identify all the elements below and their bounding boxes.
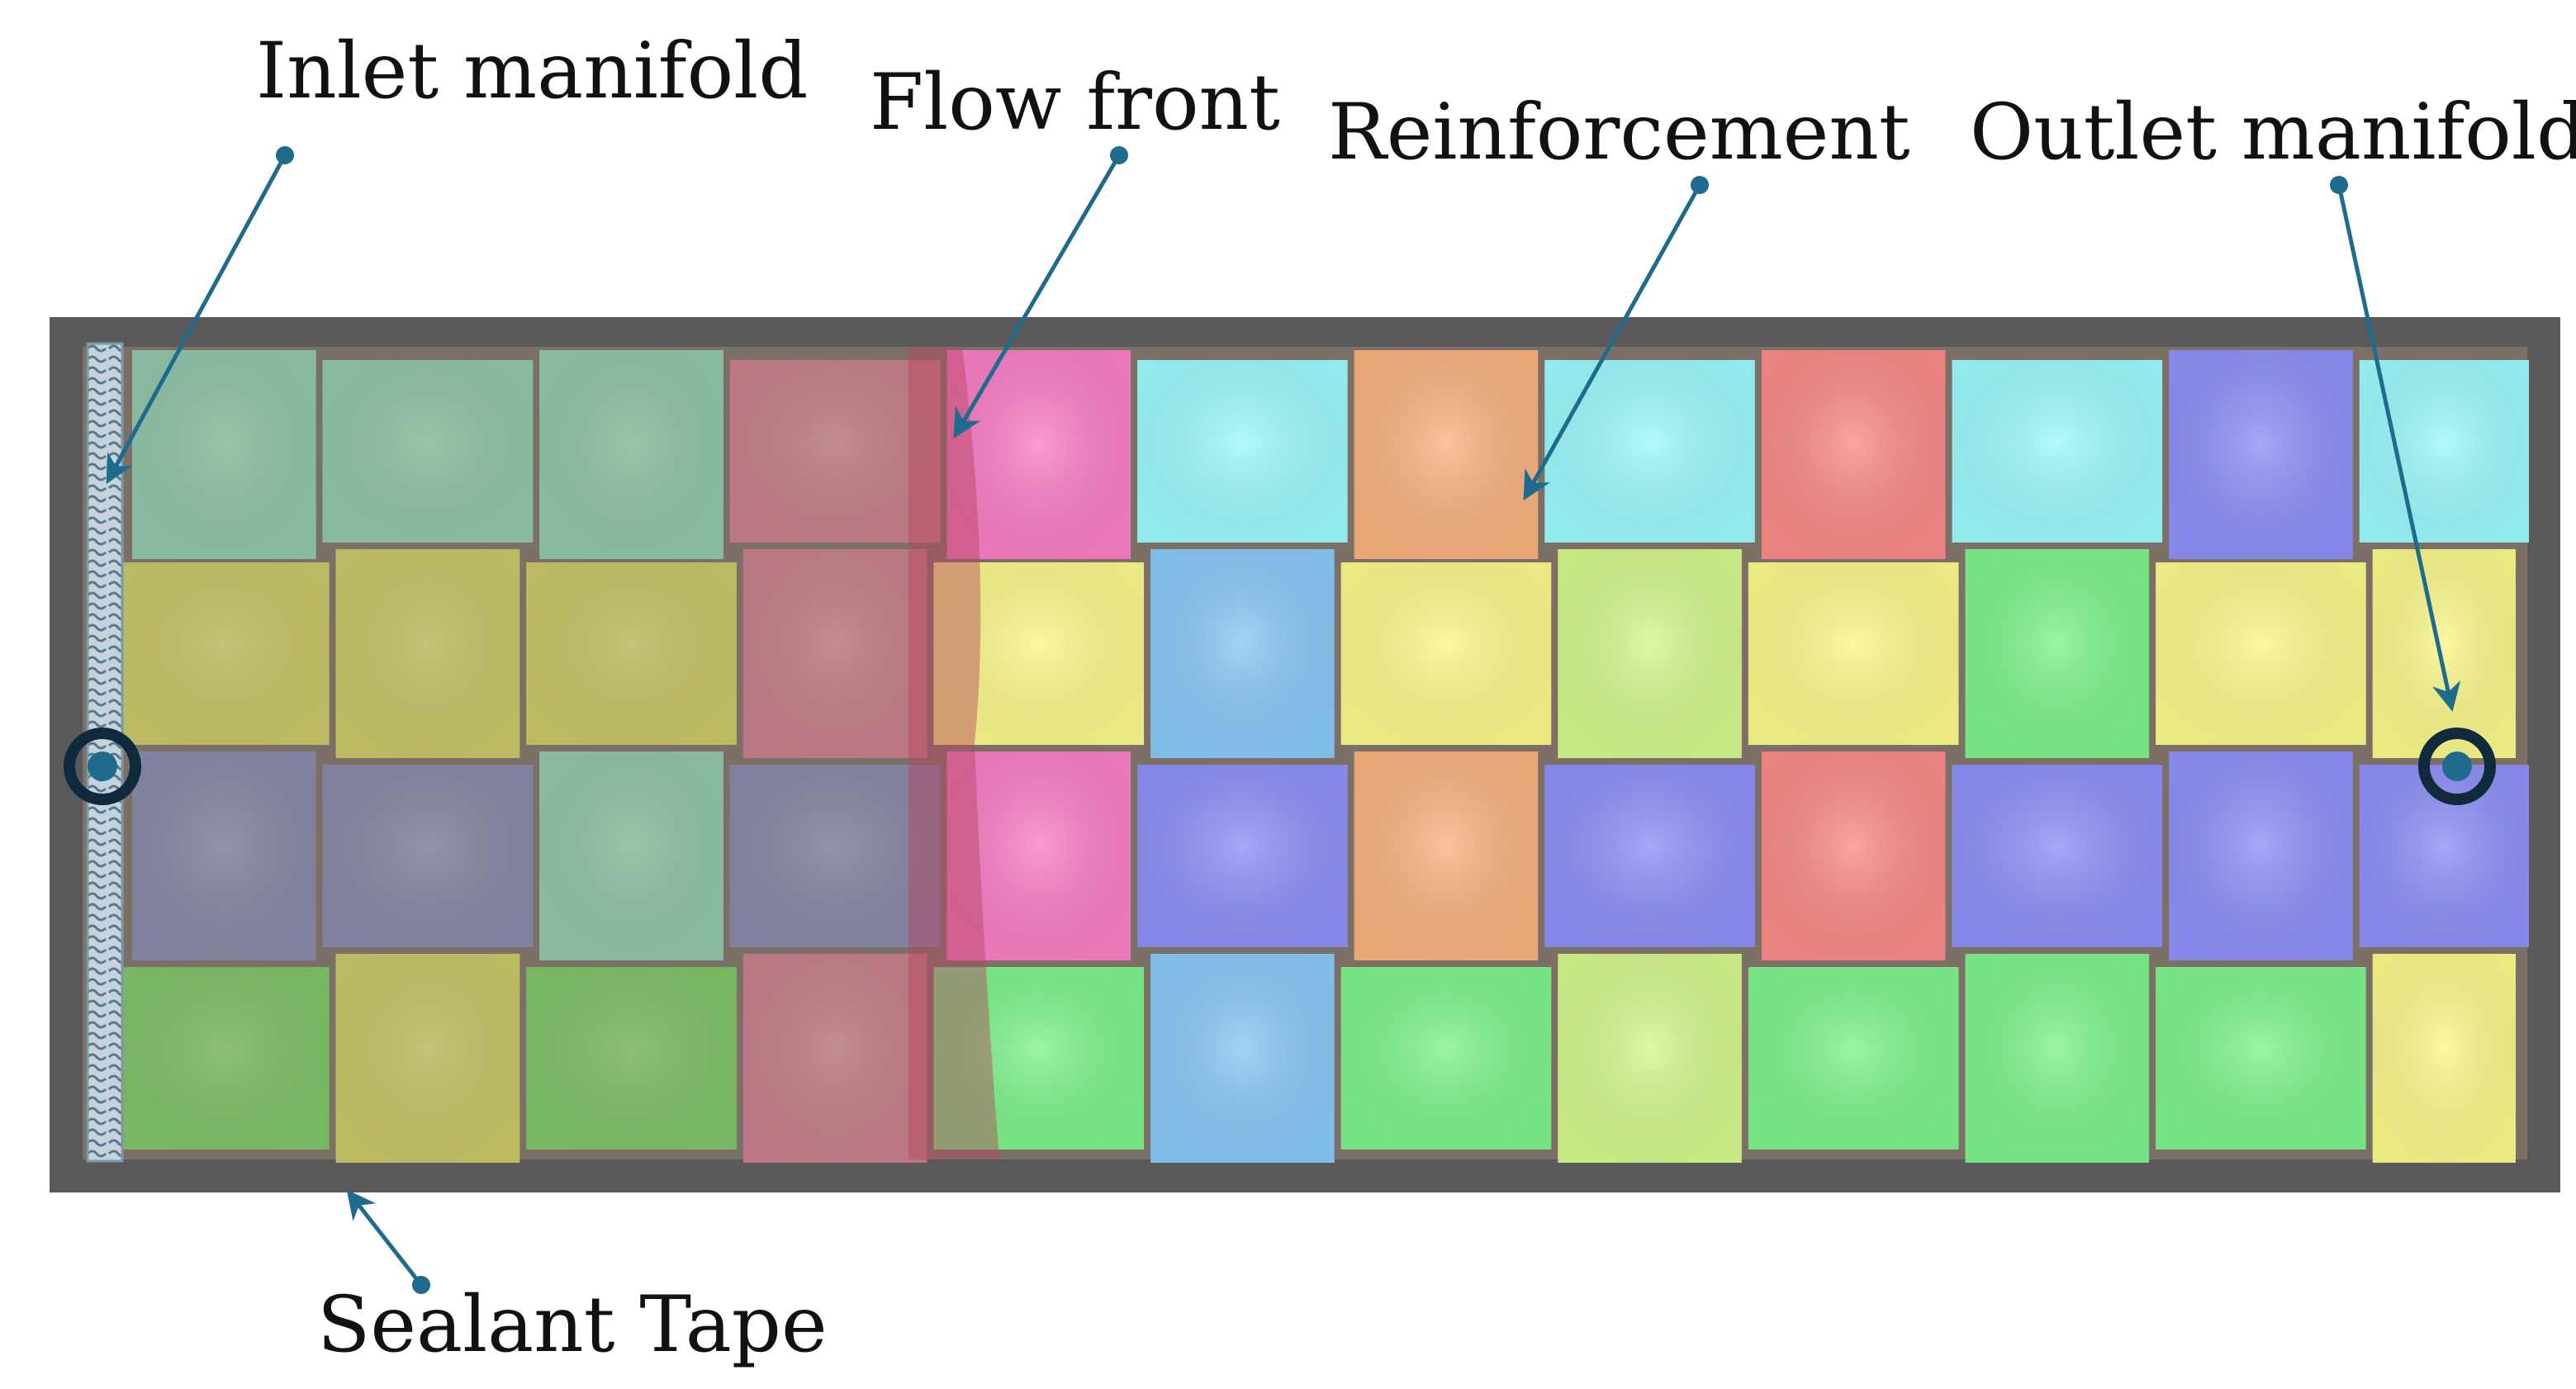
leader-arrows	[106, 146, 2461, 1294]
label-sealant-tape: Sealant Tape	[317, 1280, 828, 1370]
weave-tile-sheen	[526, 967, 737, 1150]
weave-tile-sheen	[1558, 954, 1742, 1163]
weave-tile-sheen	[1544, 360, 1755, 543]
weave-tile-sheen	[1748, 967, 1959, 1150]
arrow-inlet-manifold	[106, 154, 287, 485]
arrow-reinforcement	[1523, 183, 1702, 501]
weave-tile-sheen	[2156, 967, 2366, 1150]
weave-tile-sheen	[1150, 954, 1335, 1163]
weave-tile-sheen	[132, 751, 316, 960]
weave-tile-sheen	[119, 967, 330, 1150]
resin-wet-overlay	[322, 765, 534, 947]
weave-tile-sheen	[335, 954, 520, 1163]
label-outlet-manifold: Outlet manifold	[1970, 88, 2576, 178]
label-reinforcement: Reinforcement	[1328, 88, 1910, 178]
arrow-sealant-tape-dot	[412, 1276, 430, 1294]
weave-tile-sheen	[539, 350, 723, 559]
resin-wet-overlay	[132, 751, 316, 960]
resin-wet-overlay	[539, 751, 723, 960]
resin-wet-overlay	[335, 954, 520, 1163]
weave-tile-sheen	[729, 765, 941, 947]
arrow-reinforcement-dot	[1691, 176, 1709, 194]
resin-wet-overlay	[526, 967, 737, 1150]
weave-tile-sheen	[1340, 967, 1552, 1150]
weave-tile-sheen	[1544, 765, 1755, 947]
label-flow-front: Flow front	[870, 58, 1280, 148]
weave-tile-sheen	[933, 967, 1145, 1150]
weave-tile-sheen	[946, 350, 1131, 559]
resin-wet-overlay	[742, 549, 927, 758]
arrow-flow-front	[953, 154, 1122, 439]
weave-tile-sheen	[2169, 350, 2353, 559]
weave-tile-sheen	[742, 954, 927, 1163]
arrow-outlet-manifold	[2336, 184, 2461, 712]
weave-tile-sheen	[335, 549, 520, 758]
resin-wet-overlay	[729, 360, 941, 543]
weave-tile-sheen	[539, 751, 723, 960]
label-inlet-manifold: Inlet manifold	[256, 26, 808, 116]
weave-tile-sheen	[946, 751, 1131, 960]
weave-tile-sheen	[1354, 751, 1539, 960]
flow-front-edge	[908, 347, 999, 1159]
arrow-inlet-manifold-dot	[276, 146, 294, 164]
weave-tile-sheen	[729, 360, 941, 543]
weave-tile-sheen	[1965, 549, 2150, 758]
arrow-flow-front-dot	[1110, 146, 1128, 164]
weave-tile-sheen	[1748, 562, 1959, 745]
resin-wet-overlay	[335, 549, 520, 758]
weave-tile-sheen	[2372, 954, 2516, 1163]
weave-tile-sheen	[2359, 360, 2529, 543]
weave-tile-sheen	[1965, 954, 2150, 1163]
inlet-port-icon	[64, 728, 141, 805]
weave-tile-sheen	[1952, 765, 2163, 947]
resin-wet-overlay	[132, 350, 316, 559]
resin-wet-overlay	[322, 360, 534, 543]
weave-tile-sheen	[2156, 562, 2366, 745]
weave-tile-sheen	[742, 549, 927, 758]
weave-tile-sheen	[1354, 350, 1539, 559]
weave-tile-sheen	[1761, 751, 1946, 960]
weave-tile-sheen	[1558, 549, 1742, 758]
weave-tile-sheen	[2372, 549, 2516, 758]
weave-tile-sheen	[1952, 360, 2163, 543]
weave-tile-sheen	[132, 350, 316, 559]
weave-tile-sheen	[2169, 751, 2353, 960]
resin-wet-overlay	[119, 967, 330, 1150]
outlet-port-icon	[2418, 728, 2496, 805]
weave-tile-sheen	[119, 562, 330, 745]
resin-wet-overlay	[526, 562, 737, 745]
weave-tile-sheen	[1340, 562, 1552, 745]
weave-tile-sheen	[322, 765, 534, 947]
resin-wet-overlay	[729, 765, 941, 947]
resin-wet-overlay	[539, 350, 723, 559]
weave-tile-sheen	[1137, 765, 1348, 947]
weave-tile-sheen	[1137, 360, 1348, 543]
weave-tile-sheen	[1761, 350, 1946, 559]
weave-tile-sheen	[933, 562, 1145, 745]
arrow-outlet-manifold-dot	[2330, 176, 2348, 194]
resin-wet-overlay	[119, 562, 330, 745]
weave-tile-sheen	[322, 360, 534, 543]
arrow-sealant-tape	[346, 1189, 423, 1287]
resin-wet-overlay	[742, 954, 927, 1163]
weave-tile-sheen	[1150, 549, 1335, 758]
weave-tile-sheen	[526, 562, 737, 745]
